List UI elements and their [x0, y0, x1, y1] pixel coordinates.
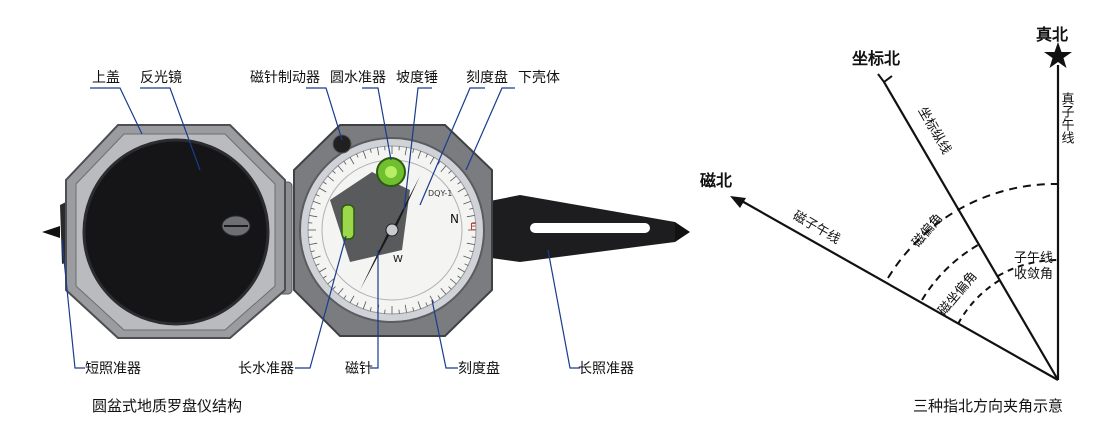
- scale-tick: [309, 215, 318, 218]
- scale-tick: [412, 307, 415, 312]
- scale-tick: [457, 181, 462, 185]
- scale-tick: [349, 157, 355, 165]
- right-caption: 三种指北方向夹角示意: [913, 397, 1063, 415]
- scale-tick: [310, 250, 315, 253]
- scale-tick: [448, 286, 452, 290]
- label-scale-ring-top: 刻度盘: [466, 69, 508, 86]
- scale-tick: [319, 187, 327, 193]
- scale-tick: [464, 194, 469, 197]
- label-declination: 磁偏角: [910, 211, 947, 251]
- scale-tick: [457, 187, 465, 193]
- scale-tick: [332, 286, 336, 290]
- scale-tick: [440, 165, 447, 173]
- label-grid-north: 坐标北: [852, 49, 900, 68]
- dial-north-mark: N: [450, 212, 459, 226]
- compass-base: N E W DQY-1: [293, 124, 493, 337]
- scale-tick: [322, 181, 327, 185]
- scale-tick: [437, 160, 441, 165]
- scale-tick: [343, 160, 347, 165]
- scale-tick: [429, 295, 435, 303]
- dial-model-text: DQY-1: [428, 189, 452, 198]
- scale-tick: [466, 242, 475, 245]
- scale-tick: [440, 287, 447, 295]
- scale-ticks: [308, 146, 476, 314]
- label-mag-meridian: 磁子午线: [790, 208, 843, 247]
- scale-tick: [464, 263, 469, 266]
- scale-tick: [429, 157, 435, 165]
- scale-tick: [315, 263, 320, 266]
- label-circular-level: 圆水准器: [330, 70, 386, 86]
- lid: [65, 124, 286, 339]
- dial-east-mark: E: [470, 222, 476, 233]
- label-clinometer-weight: 坡度锤: [396, 70, 438, 86]
- scale-tick: [457, 275, 462, 279]
- scale-tick: [322, 275, 327, 279]
- scale-tick: [337, 165, 344, 173]
- label-long-sight: 长照准器: [578, 361, 634, 377]
- scale-tick: [369, 148, 372, 153]
- label-convergence-line2: 收敛角: [1014, 266, 1053, 282]
- scale-tick: [404, 147, 407, 156]
- scale-tick: [463, 200, 472, 205]
- scale-tick: [437, 295, 441, 300]
- scale-tick: [327, 175, 335, 182]
- scale-tick: [327, 278, 335, 285]
- label-short-sight: 短照准器: [85, 361, 141, 377]
- label-grid-mag-angle: 磁坐偏角: [936, 269, 981, 318]
- label-lower-case: 下壳体: [518, 69, 560, 86]
- scale-tick: [377, 147, 380, 156]
- scale-tick: [343, 295, 347, 300]
- label-convergence-line1: 子午线: [1014, 251, 1053, 266]
- scale-tick: [362, 301, 367, 310]
- scale-tick: [310, 207, 315, 210]
- scale-tick: [309, 242, 318, 245]
- label-needle: 磁针: [345, 361, 373, 377]
- dial-west-mark: W: [393, 254, 403, 265]
- scale-tick: [404, 304, 407, 313]
- scale-tick: [449, 175, 457, 182]
- scale-tick: [448, 170, 452, 174]
- scale-tick: [417, 150, 422, 159]
- scale-tick: [315, 194, 320, 197]
- scale-tick: [362, 150, 367, 159]
- label-convergence: 子午线 收敛角: [1014, 251, 1057, 282]
- label-true-north: 真北: [1036, 25, 1068, 44]
- scale-tick: [425, 153, 428, 158]
- scale-tick: [466, 215, 475, 218]
- label-long-level: 长水准器: [238, 361, 294, 377]
- scale-tick: [312, 200, 321, 205]
- scale-tick: [417, 301, 422, 310]
- scale-tick: [312, 255, 321, 260]
- scale-tick: [449, 278, 457, 285]
- scale-tick: [469, 207, 474, 210]
- label-top-cover: 上盖: [92, 70, 120, 86]
- leader-lines: [61, 87, 580, 369]
- scale-tick: [412, 148, 415, 153]
- scale-tick: [369, 307, 372, 312]
- label-needle-brake: 磁针制动器: [250, 70, 320, 86]
- scale-tick: [337, 287, 344, 295]
- long-sight-arm: [470, 195, 690, 262]
- north-directions-diagram: 真北 坐标北 磁北 真子午线 坐标纵线 磁子午线 磁偏角 磁坐偏角 子午线 收敛…: [700, 25, 1074, 415]
- scale-tick: [356, 153, 359, 158]
- label-grid-line: 坐标纵线: [915, 105, 954, 158]
- scale-tick: [356, 302, 359, 307]
- label-reflector: 反光镜: [140, 70, 182, 86]
- star-icon: [1044, 42, 1072, 68]
- scale-tick: [332, 170, 336, 174]
- scale-tick: [349, 295, 355, 303]
- compass-illustration: N E W DQY-1 上盖 反光镜 磁针制动器 圆水准器 坡度锤 刻度盘 下壳…: [42, 69, 690, 415]
- scale-tick: [463, 255, 472, 260]
- left-caption: 圆盆式地质罗盘仪结构: [92, 397, 242, 415]
- label-true-meridian: 真子午线: [1059, 92, 1075, 144]
- scale-tick: [469, 250, 474, 253]
- scale-tick: [425, 302, 428, 307]
- scale-tick: [457, 267, 465, 273]
- label-scale-ring-bottom: 刻度盘: [458, 360, 500, 377]
- label-magnetic-north: 磁北: [700, 171, 732, 190]
- scale-tick: [319, 267, 327, 273]
